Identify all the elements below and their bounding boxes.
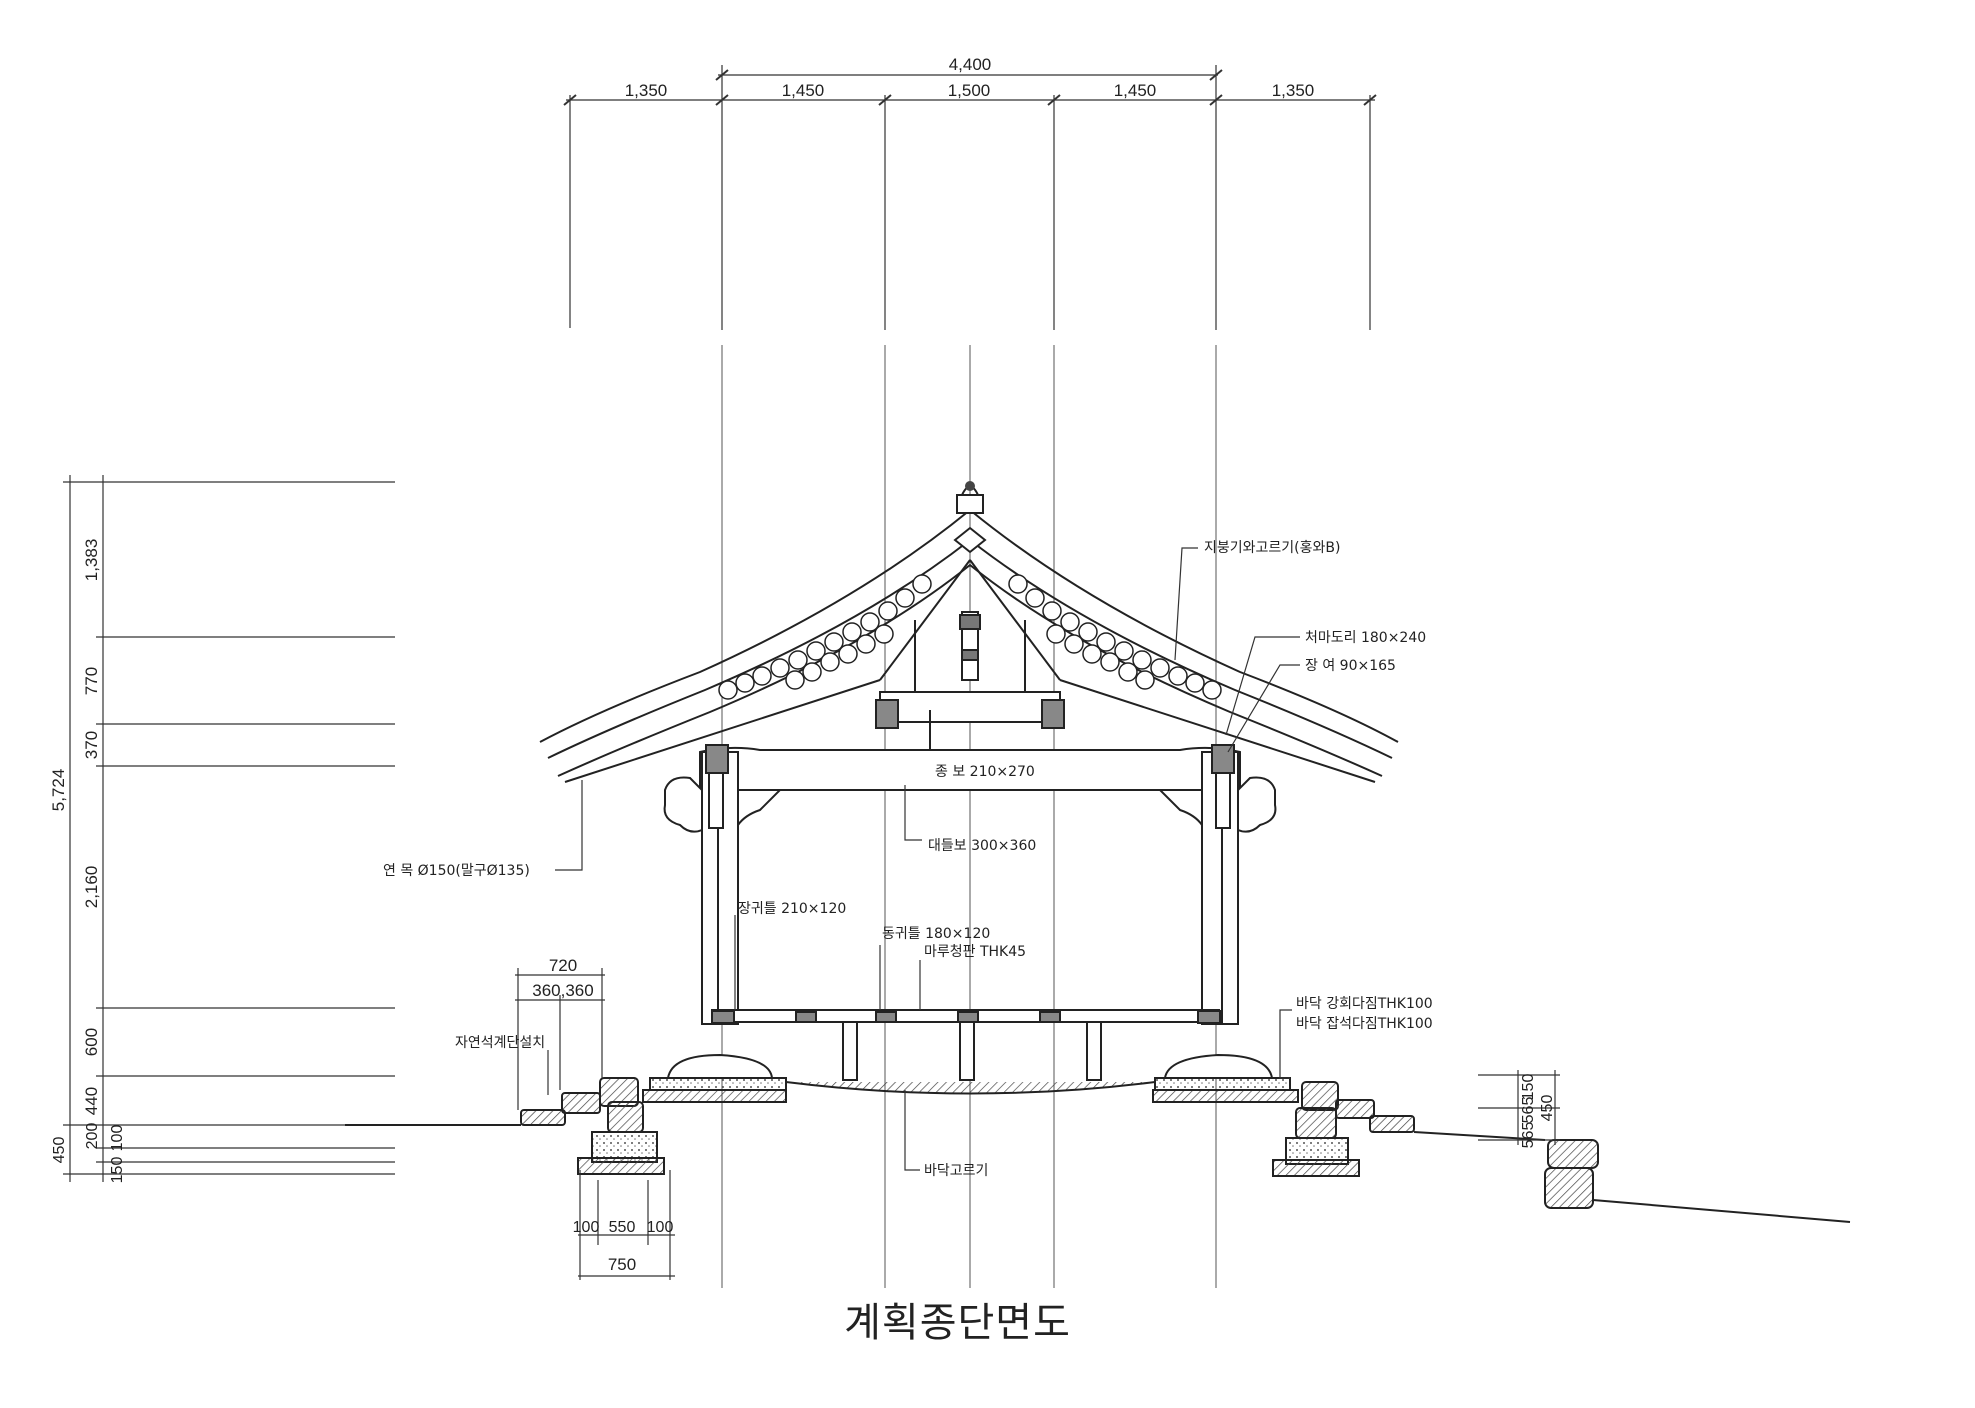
dim-right-2: 565 [1520, 1097, 1537, 1124]
label-floor-board: 마루청판 THK45 [924, 944, 1026, 960]
left-stairs [345, 1077, 665, 1175]
stair-dimension-lines [515, 968, 1560, 1280]
right-stairs [1272, 1081, 1851, 1223]
top-dimension-lines [563, 65, 1377, 330]
dim-height-4: 2,160 [82, 866, 101, 909]
dim-height-3: 370 [82, 731, 101, 759]
dim-height-8: 150 [109, 1157, 126, 1184]
dim-stair-pair: 360,360 [532, 981, 593, 1000]
dim-overall-width: 4,400 [949, 55, 992, 74]
dim-stair-top: 720 [549, 956, 577, 975]
dim-height-6: 440 [82, 1087, 101, 1115]
dim-right-1: 150 [1520, 1074, 1537, 1101]
leader-lines [547, 547, 1300, 1171]
dim-span-4: 1,450 [1114, 81, 1157, 100]
drawing-title: 계획종단면도 [844, 1300, 1071, 1346]
dim-total-height: 5,724 [49, 769, 68, 812]
dim-stair-bottom-3: 100 [647, 1219, 674, 1236]
dim-height-9: 100 [109, 1125, 126, 1152]
dim-height-2: 770 [82, 667, 101, 695]
label-stair-stone: 자연석계단설치 [455, 1035, 545, 1051]
label-eave-purlin: 처마도리 180×240 [1305, 630, 1426, 646]
left-dimension-lines [63, 475, 395, 1182]
label-girt-long: 장귀틀 210×120 [738, 901, 846, 917]
label-floor-level: 바닥고르기 [924, 1163, 988, 1179]
dim-base-height: 450 [51, 1137, 68, 1164]
label-beam-support: 장 여 90×165 [1305, 658, 1396, 674]
dim-height-7: 200 [84, 1123, 101, 1150]
label-girt-short: 동귀틀 180×120 [882, 926, 990, 942]
structure-frame [663, 699, 1277, 1025]
label-floor-gravel: 바닥 잡석다짐THK100 [1296, 1016, 1433, 1032]
dim-stair-bottom-total: 750 [608, 1255, 636, 1274]
dim-right-3: 565 [1520, 1122, 1537, 1149]
dim-span-1: 1,350 [625, 81, 668, 100]
dim-stair-bottom-2: 550 [609, 1219, 636, 1236]
dim-stair-bottom-1: 100 [573, 1219, 600, 1236]
label-floor-lime: 바닥 강회다짐THK100 [1296, 996, 1433, 1012]
dim-height-1: 1,383 [82, 539, 101, 582]
dim-right-4: 450 [1539, 1095, 1556, 1122]
roof [539, 481, 1399, 783]
label-main-beam: 대들보 300×360 [928, 838, 1036, 854]
dim-span-2: 1,450 [782, 81, 825, 100]
label-roof-tile: 지붕기와고르기(홍와B) [1204, 540, 1340, 556]
dim-span-5: 1,350 [1272, 81, 1315, 100]
label-upper-beam: 종 보 210×270 [935, 764, 1035, 780]
dim-height-5: 600 [82, 1028, 101, 1056]
roof-tiles [718, 574, 1222, 700]
dim-span-3: 1,500 [948, 81, 991, 100]
label-rafter: 연 목 Ø150(말구Ø135) [383, 863, 530, 879]
floor-system [642, 1009, 1299, 1103]
